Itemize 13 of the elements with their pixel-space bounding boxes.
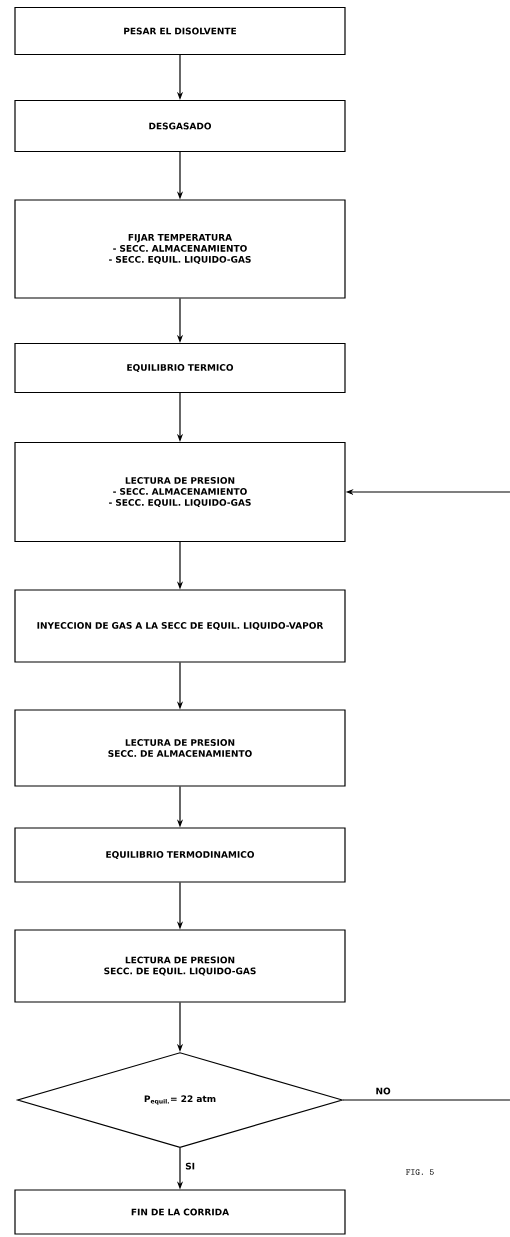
process-box: LECTURA DE PRESION SECC. DE EQUIL. LIQUIDO-GAS [14,929,346,1003]
process-box: LECTURA DE PRESION - SECC. ALMACENAMIENTO - SECC. EQUIL. LIQUIDO-GAS [14,441,346,543]
edge-label: SI [184,1161,197,1171]
process-box: LECTURA DE PRESION SECC. DE ALMACENAMIENTO [14,709,346,787]
edge-label: NO [374,1086,392,1096]
process-box: EQUILIBRIO TERMODINAMICO [14,827,346,883]
figure-label: FIG. 5 [406,1169,434,1175]
process-box: INYECCION DE GAS A LA SECC DE EQUIL. LIQUIDO-VAPOR [14,589,346,663]
process-box: DESGASADO [14,99,346,153]
process-box: FIJAR TEMPERATURA - SECC. ALMACENAMIENTO - SECC. EQUIL. LIQUIDO-GAS [14,199,346,299]
process-box: PESAR EL DISOLVENTE [14,6,346,56]
process-box: FIN DE LA CORRIDA [14,1189,346,1235]
process-box: EQUILIBRIO TERMICO [14,342,346,394]
